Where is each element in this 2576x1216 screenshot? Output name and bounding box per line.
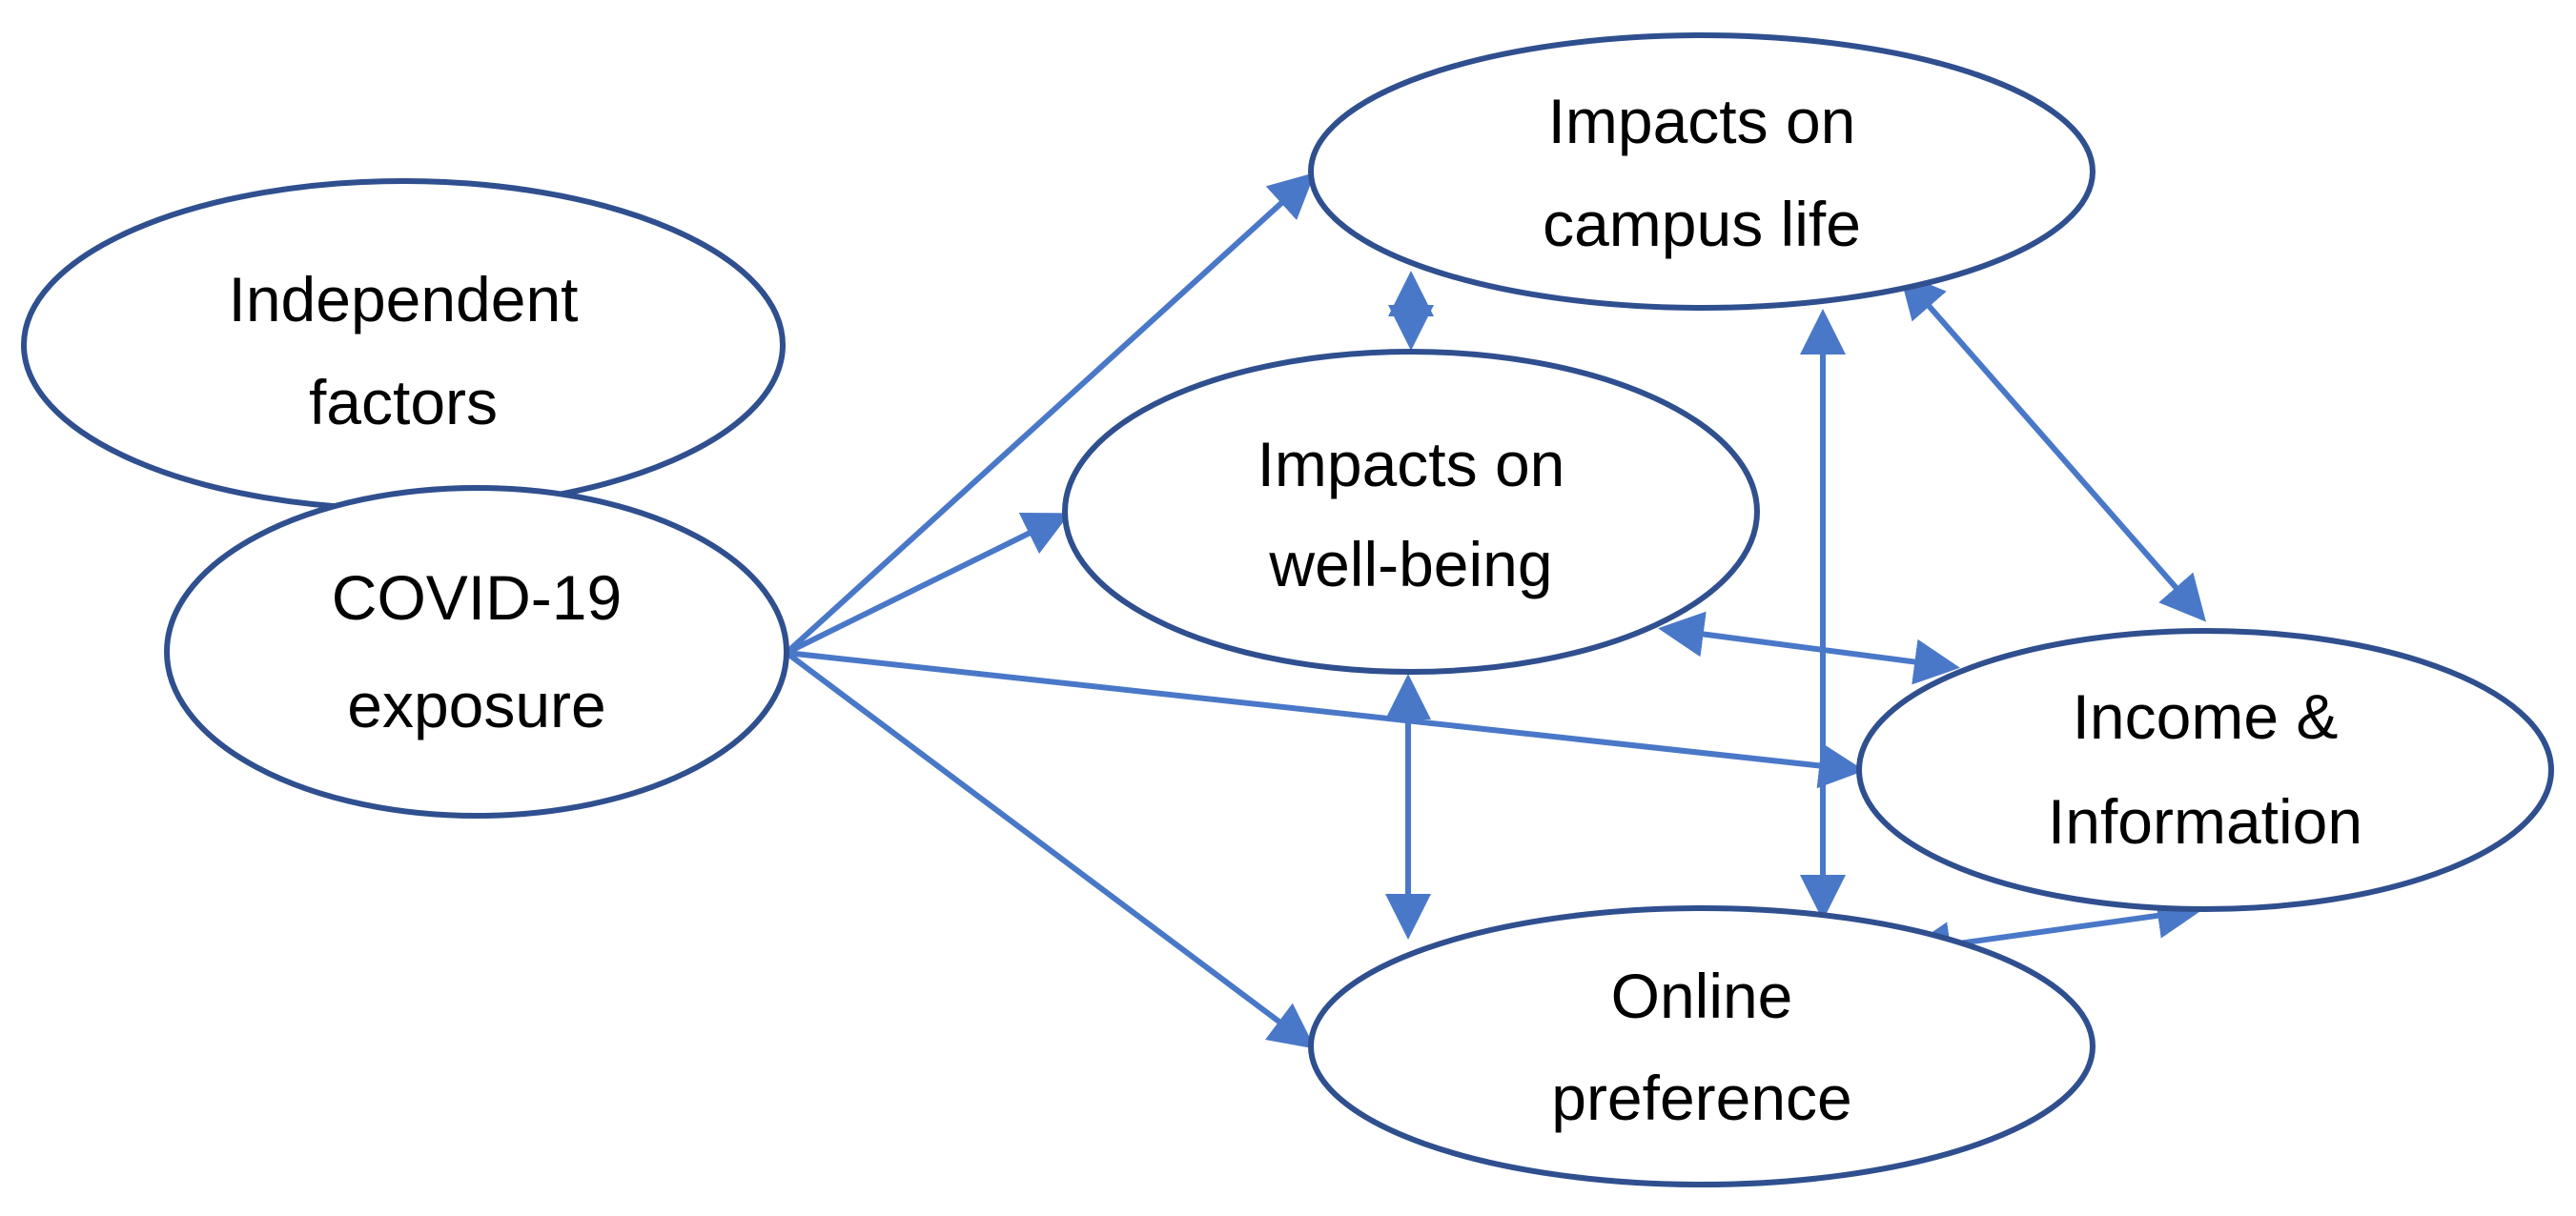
node-impacts-well-being-line2: well-being (1268, 529, 1552, 599)
edge-covid-to-online-preference (785, 650, 1316, 1049)
edge-well-being-income-information (1658, 611, 1960, 685)
node-impacts-campus-life-line1: Impacts on (1548, 86, 1856, 156)
edge-campus-life-income-information (1899, 272, 2206, 622)
node-impacts-well-being-line1: Impacts on (1257, 429, 1565, 499)
node-impacts-well-being: Impacts on well-being (1062, 349, 1760, 675)
node-online-preference-line2: preference (1551, 1063, 1852, 1133)
nodes-layer: Independent factors COVID-19 exposure Im… (21, 32, 2554, 1187)
node-income-information-line1: Income & (2073, 681, 2339, 752)
node-impacts-campus-life-line2: campus life (1543, 189, 1861, 259)
node-covid-exposure: COVID-19 exposure (164, 485, 789, 819)
node-covid-exposure-line1: COVID-19 (332, 562, 622, 633)
edge-covid-to-income-information (786, 650, 1865, 789)
node-impacts-campus-life: Impacts on campus life (1308, 32, 2096, 311)
node-income-information-line2: Information (2048, 786, 2362, 857)
node-online-preference: Online preference (1308, 905, 2096, 1187)
node-online-preference-line1: Online (1611, 961, 1793, 1031)
node-covid-exposure-line2: exposure (347, 670, 606, 740)
node-independent-factors: Independent factors (21, 178, 786, 512)
node-independent-factors-line2: factors (309, 367, 498, 437)
edge-covid-to-campus-life (784, 172, 1316, 656)
node-income-information: Income & Information (1856, 628, 2554, 912)
node-independent-factors-line1: Independent (228, 264, 578, 334)
edge-covid-to-well-being (785, 513, 1071, 656)
edges-layer (784, 172, 2206, 1049)
